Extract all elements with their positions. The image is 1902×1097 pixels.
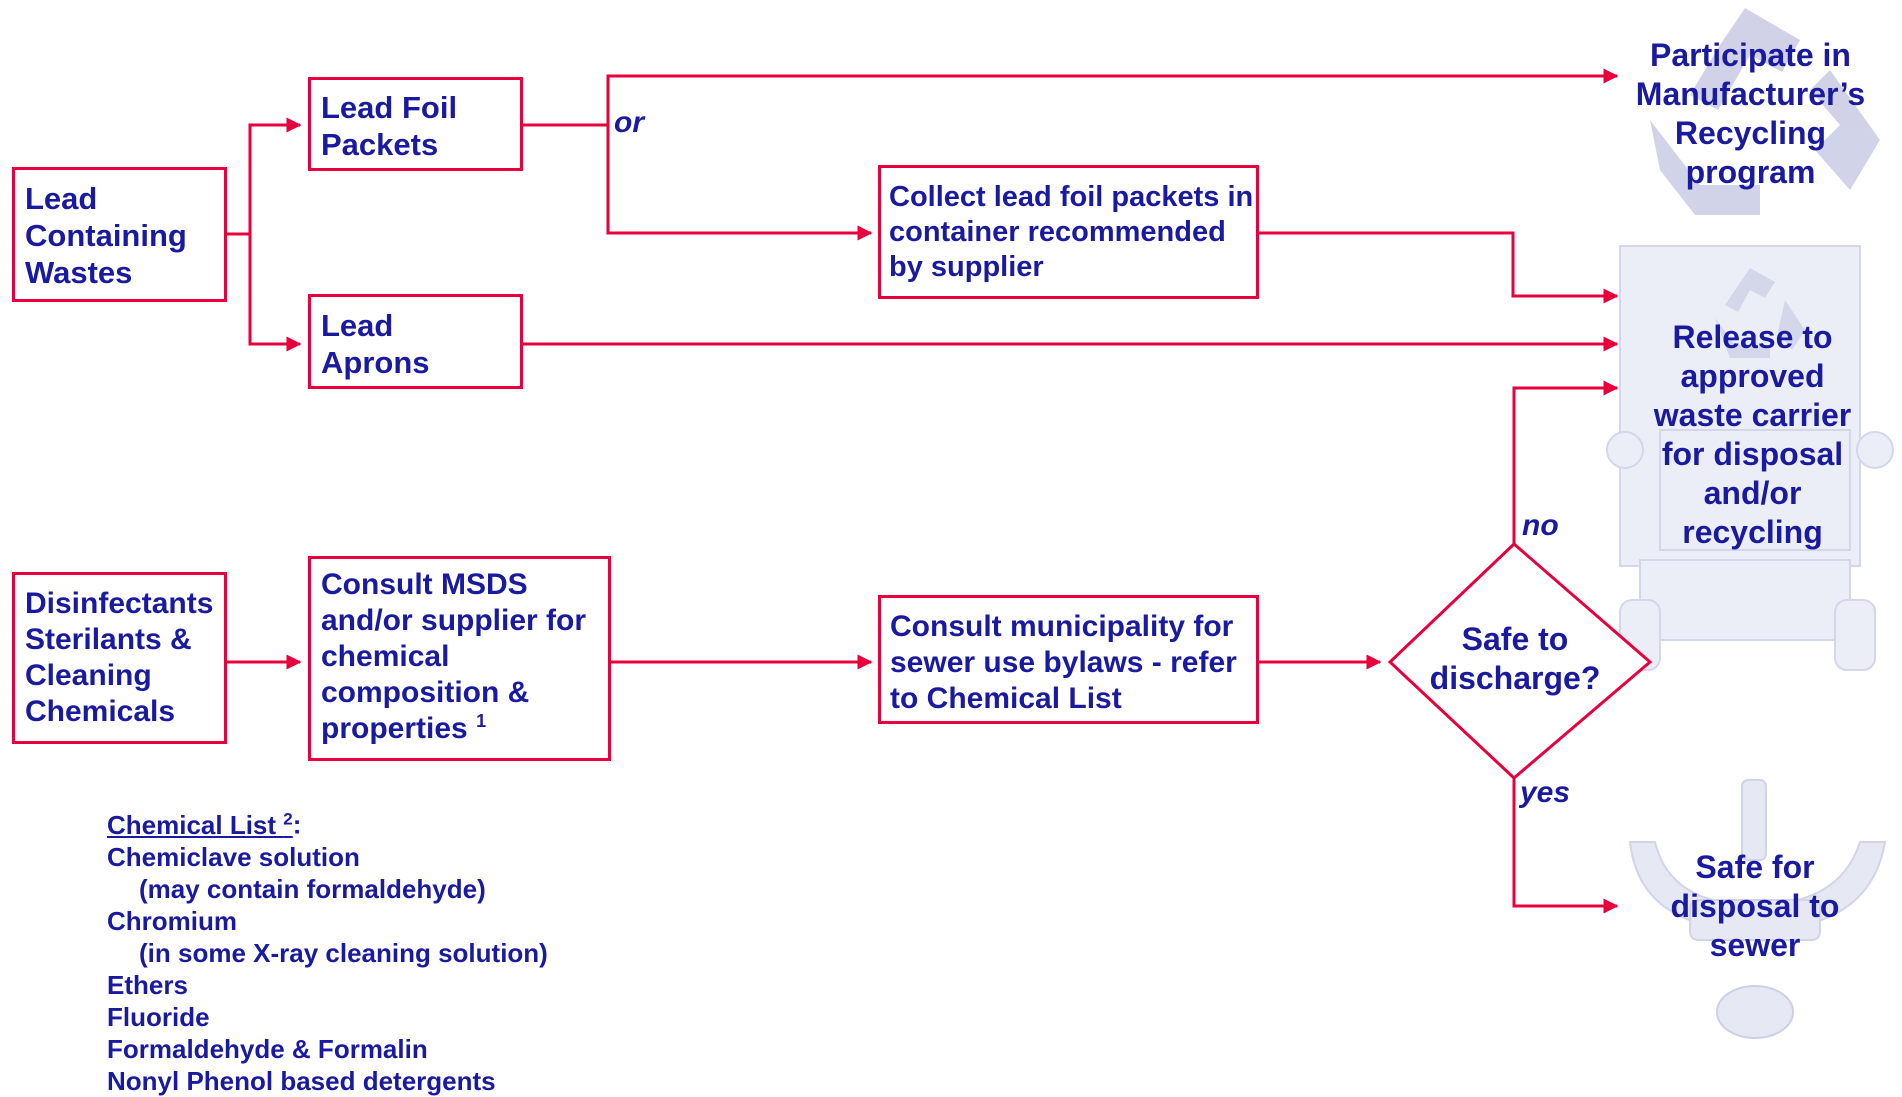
connector-collect-to-carrier: [1259, 231, 1619, 304]
box-line: sewer use bylaws - refer: [890, 646, 1237, 679]
connector-foil-to-collect: [606, 125, 873, 241]
box-line: Packets: [321, 127, 439, 163]
dest-line: Safe for: [1695, 849, 1815, 885]
label-or: or: [614, 106, 644, 139]
footnote-marker: 1: [476, 711, 487, 731]
recycle-icon: [1715, 268, 1805, 358]
connector-lines: [227, 68, 1619, 914]
connector-wastes-to-foil: [227, 117, 302, 236]
connector-foil-to-recycling: [523, 68, 1619, 127]
decision-diamond: [1387, 541, 1653, 781]
dest-line: program: [1685, 154, 1816, 191]
box-line: Wastes: [25, 255, 133, 291]
connector-decision-yes: [1512, 778, 1619, 914]
drain-icon: [1716, 985, 1794, 1039]
box-lead-aprons: Lead Aprons: [308, 294, 523, 389]
box-line: Sterilants &: [25, 623, 192, 656]
decision-label: Safe to discharge?: [1395, 620, 1635, 698]
chemical-list-heading: Chemical List 2:: [107, 803, 548, 841]
recycle-icon: [1650, 8, 1880, 215]
connector-wastes-to-aprons: [248, 234, 302, 352]
box-consult-municipality: Consult municipality for sewer use bylaw…: [878, 595, 1259, 724]
chemical-item-note: (in some X-ray cleaning solution): [139, 937, 548, 968]
box-lead-containing-wastes: Lead Containing Wastes: [12, 167, 227, 302]
box-line: composition &: [321, 676, 530, 709]
decision-line: Safe to: [1461, 621, 1569, 657]
footnote-marker: 2: [283, 809, 293, 828]
dest-line: Release to: [1672, 319, 1833, 355]
chemical-item: Chemiclave solution: [107, 841, 360, 872]
chemical-item: Formaldehyde & Formalin: [107, 1033, 428, 1064]
label-yes: yes: [1520, 776, 1571, 809]
decision-line: discharge?: [1429, 660, 1601, 697]
box-line: Lead: [321, 308, 394, 343]
box-line: Collect lead foil packets in: [889, 181, 1254, 213]
dest-waste-carrier: Release to approved waste carrier for di…: [1630, 318, 1875, 552]
dest-line: disposal to: [1670, 888, 1840, 925]
box-line: Cleaning: [25, 659, 152, 692]
box-line: Consult MSDS: [321, 568, 528, 601]
dest-line: Recycling: [1674, 115, 1827, 152]
dest-line: sewer: [1709, 927, 1801, 964]
box-line: to Chemical List: [890, 682, 1122, 715]
chemical-list-title: Chemical List 2: [107, 809, 293, 840]
box-line: Lead: [25, 181, 98, 216]
label-no: no: [1522, 509, 1559, 542]
dest-line: and/or: [1703, 475, 1802, 512]
box-line: Disinfectants: [25, 587, 214, 620]
dest-line: Manufacturer’s: [1635, 76, 1866, 113]
chemical-item: Ethers: [107, 969, 188, 1000]
box-line: Chemicals: [25, 695, 176, 728]
box-line: container recommended: [889, 215, 1226, 248]
dest-line: for disposal: [1661, 436, 1844, 473]
box-line: Aprons: [321, 345, 430, 381]
chemical-list-title-text: Chemical List: [107, 809, 277, 840]
box-line: chemical: [321, 640, 450, 673]
box-line: Lead Foil: [321, 90, 458, 125]
chemical-item: Fluoride: [107, 1001, 210, 1032]
dest-line: waste carrier: [1653, 397, 1852, 434]
box-line: Containing: [25, 218, 187, 254]
chemical-list: Chemical List 2: Chemiclave solution (ma…: [107, 803, 548, 1097]
chemical-item: Chromium: [107, 905, 237, 936]
dest-manufacturer-recycling: Participate in Manufacturer’s Recycling …: [1618, 36, 1883, 192]
box-line-with-note: properties 1: [321, 711, 608, 747]
box-lead-foil-packets: Lead Foil Packets: [308, 77, 523, 171]
box-line: and/or supplier for: [321, 604, 587, 637]
box-line: by supplier: [889, 250, 1044, 283]
dest-line: Participate in: [1650, 37, 1851, 73]
sink-icon: [1628, 779, 1887, 941]
dest-line: recycling: [1682, 514, 1823, 551]
chemical-list-colon: :: [292, 809, 302, 840]
box-line: Consult municipality for: [890, 610, 1234, 643]
box-collect-lead-foil: Collect lead foil packets in container r…: [878, 165, 1259, 299]
connector-decision-no: [1512, 380, 1619, 544]
dest-line: approved: [1680, 358, 1825, 395]
chemical-item: Nonyl Phenol based detergents: [107, 1065, 496, 1096]
box-disinfectants: Disinfectants Sterilants & Cleaning Chem…: [12, 572, 227, 744]
box-line: properties: [321, 712, 468, 745]
box-consult-msds: Consult MSDS and/or supplier for chemica…: [308, 556, 611, 761]
chemical-item-note: (may contain formaldehyde): [139, 873, 486, 904]
dest-sewer: Safe for disposal to sewer: [1640, 848, 1870, 965]
